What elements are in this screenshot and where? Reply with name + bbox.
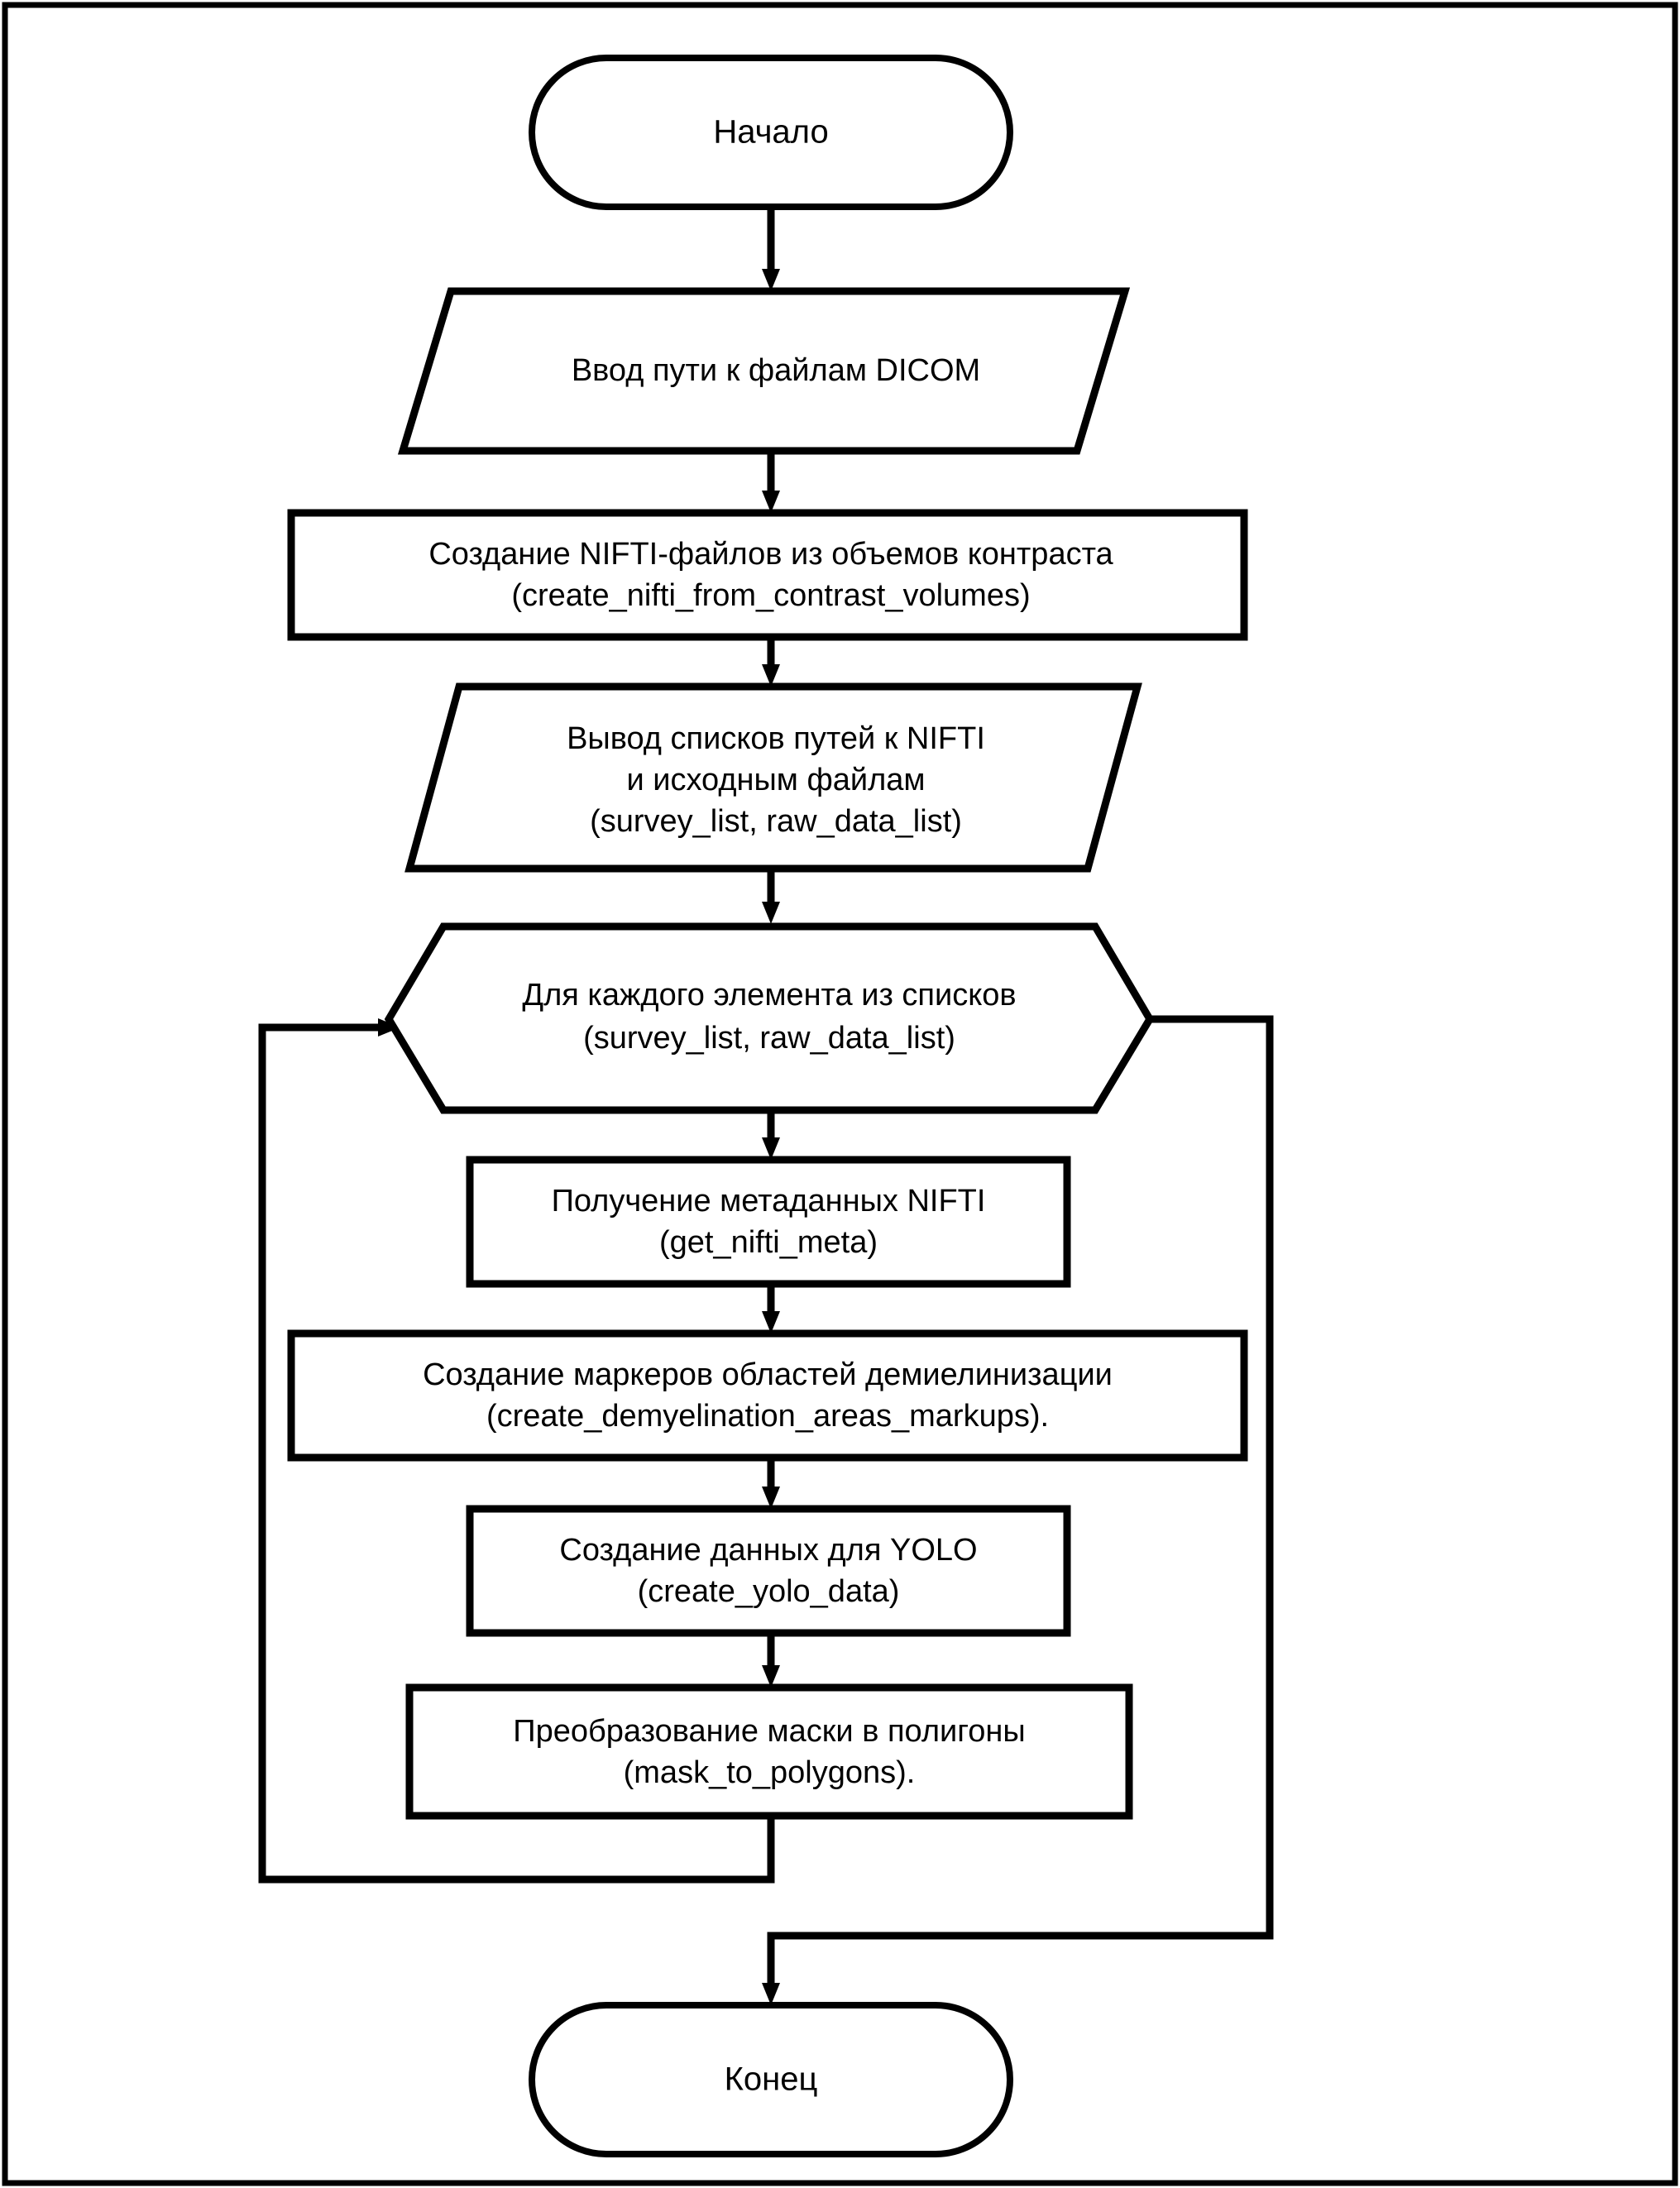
get-meta-label-line-1: Получение метаданных NIFTI xyxy=(552,1184,986,1218)
arrowhead-output-loop xyxy=(762,902,780,924)
create-yolo-shape xyxy=(466,1505,1071,1637)
loop-header-shape xyxy=(384,922,1155,1114)
output-lists-label-line-2: и исходным файлам xyxy=(626,763,925,797)
connector-layer xyxy=(258,207,1274,2005)
start-shape xyxy=(529,55,1013,210)
end-label: Конец xyxy=(725,2061,818,2098)
node-end[interactable]: Конец xyxy=(529,2002,1013,2157)
create-yolo-label-line-2: (create_yolo_data) xyxy=(638,1574,900,1609)
get-meta-shape xyxy=(466,1156,1071,1288)
mask-polygons-shape xyxy=(405,1683,1133,1820)
input-dicom-label: Ввод пути к файлам DICOM xyxy=(572,353,980,388)
arrowhead-loop-meta xyxy=(762,1137,780,1160)
output-lists-label-line-3: (survey_list, raw_data_list) xyxy=(590,804,962,839)
arrowhead-start-input xyxy=(762,269,780,291)
loop-header-label-line-2: (survey_list, raw_data_list) xyxy=(583,1021,955,1056)
arrowhead-input-nifti xyxy=(762,491,780,513)
node-output-lists[interactable]: Вывод списков путей к NIFTI и исходным ф… xyxy=(404,682,1142,873)
node-input-dicom[interactable]: Ввод пути к файлам DICOM xyxy=(397,287,1131,455)
arrowhead-nifti-output xyxy=(762,664,780,687)
arrowhead-mask-loopback xyxy=(378,1018,400,1037)
output-lists-label-line-1: Вывод списков путей к NIFTI xyxy=(567,721,985,756)
start-label: Начало xyxy=(713,114,828,151)
create-nifti-label-line-1: Создание NIFTI-файлов из объемов контрас… xyxy=(428,537,1113,572)
arrowhead-yolo-mask xyxy=(762,1665,780,1688)
loop-header-label-line-1: Для каждого элемента из списков xyxy=(522,978,1016,1013)
create-markups-label-line-1: Создание маркеров областей демиелинизаци… xyxy=(423,1357,1113,1392)
create-nifti-shape xyxy=(287,509,1248,641)
node-get-meta[interactable]: Получение метаданных NIFTI (get_nifti_me… xyxy=(466,1156,1071,1288)
node-create-nifti[interactable]: Создание NIFTI-файлов из объемов контрас… xyxy=(287,509,1248,641)
create-markups-label-line-2: (create_demyelination_areas_markups). xyxy=(486,1399,1049,1434)
arrowhead-markups-yolo xyxy=(762,1487,780,1509)
node-loop-header[interactable]: Для каждого элемента из списков (survey_… xyxy=(384,922,1155,1114)
output-lists-shape xyxy=(404,682,1142,873)
create-markups-shape xyxy=(287,1329,1248,1462)
node-mask-polygons[interactable]: Преобразование маски в полигоны (mask_to… xyxy=(405,1683,1133,1820)
input-dicom-shape xyxy=(397,287,1131,455)
create-yolo-label-line-1: Создание данных для YOLO xyxy=(559,1533,977,1568)
node-create-markups[interactable]: Создание маркеров областей демиелинизаци… xyxy=(287,1329,1248,1462)
get-meta-label-line-2: (get_nifti_meta) xyxy=(659,1225,878,1260)
edge-loop-end xyxy=(767,1015,1274,1995)
node-create-yolo[interactable]: Создание данных для YOLO (create_yolo_da… xyxy=(466,1505,1071,1637)
edge-mask-loopback xyxy=(258,1023,775,1884)
end-shape xyxy=(529,2002,1013,2157)
create-nifti-label-line-2: (create_nifti_from_contrast_volumes) xyxy=(511,578,1030,613)
arrowhead-meta-markups xyxy=(762,1311,780,1333)
arrowhead-loop-end xyxy=(762,1983,780,2005)
node-start[interactable]: Начало xyxy=(529,55,1013,210)
mask-polygons-label-line-2: (mask_to_polygons). xyxy=(624,1755,916,1790)
mask-polygons-label-line-1: Преобразование маски в полигоны xyxy=(513,1714,1025,1749)
